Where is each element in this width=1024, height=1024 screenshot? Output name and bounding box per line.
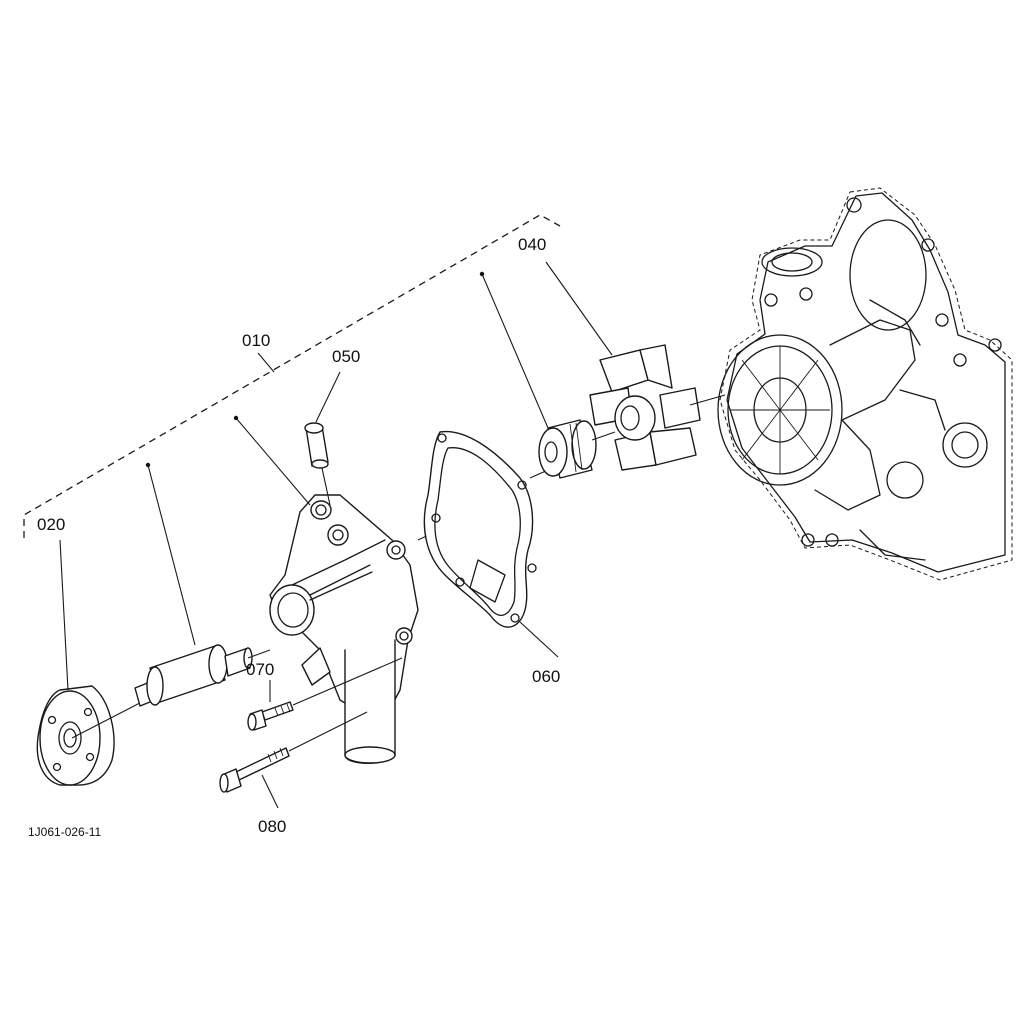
shaft-bearing [134,644,271,707]
leader-seal [481,273,549,429]
leader-080 [261,774,279,809]
leader-dot-seal [479,271,485,277]
leader-shaft [147,464,196,646]
pump-body [269,494,457,764]
impeller-040 [589,344,726,471]
callout-050: 050 [332,347,360,366]
leader-010 [257,352,275,373]
gasket-060 [423,430,549,628]
reference-code: 1J061-026-11 [28,825,101,839]
leader-dot-shaft [145,462,151,468]
engine-gear-case [717,187,1013,581]
bolt-070 [247,657,403,731]
leader-lines [59,261,613,809]
callout-070: 070 [246,660,274,679]
callout-labels: 010 020 040 050 060 070 080 1J061-026-11 [28,235,560,839]
leader-020 [59,539,69,691]
pipe-050 [304,422,331,506]
callout-060: 060 [532,667,560,686]
pulley-flange-020 [36,685,166,786]
leader-060 [519,621,559,658]
callout-010: 010 [242,331,270,350]
mechanical-seal [538,419,616,479]
leader-050 [315,371,341,423]
bolt-080 [219,711,368,793]
callout-080: 080 [258,817,286,836]
callout-040: 040 [518,235,546,254]
leader-040 [545,261,613,356]
callout-020: 020 [37,515,65,534]
leader-dot-body [233,415,239,421]
leader-body [235,417,311,506]
